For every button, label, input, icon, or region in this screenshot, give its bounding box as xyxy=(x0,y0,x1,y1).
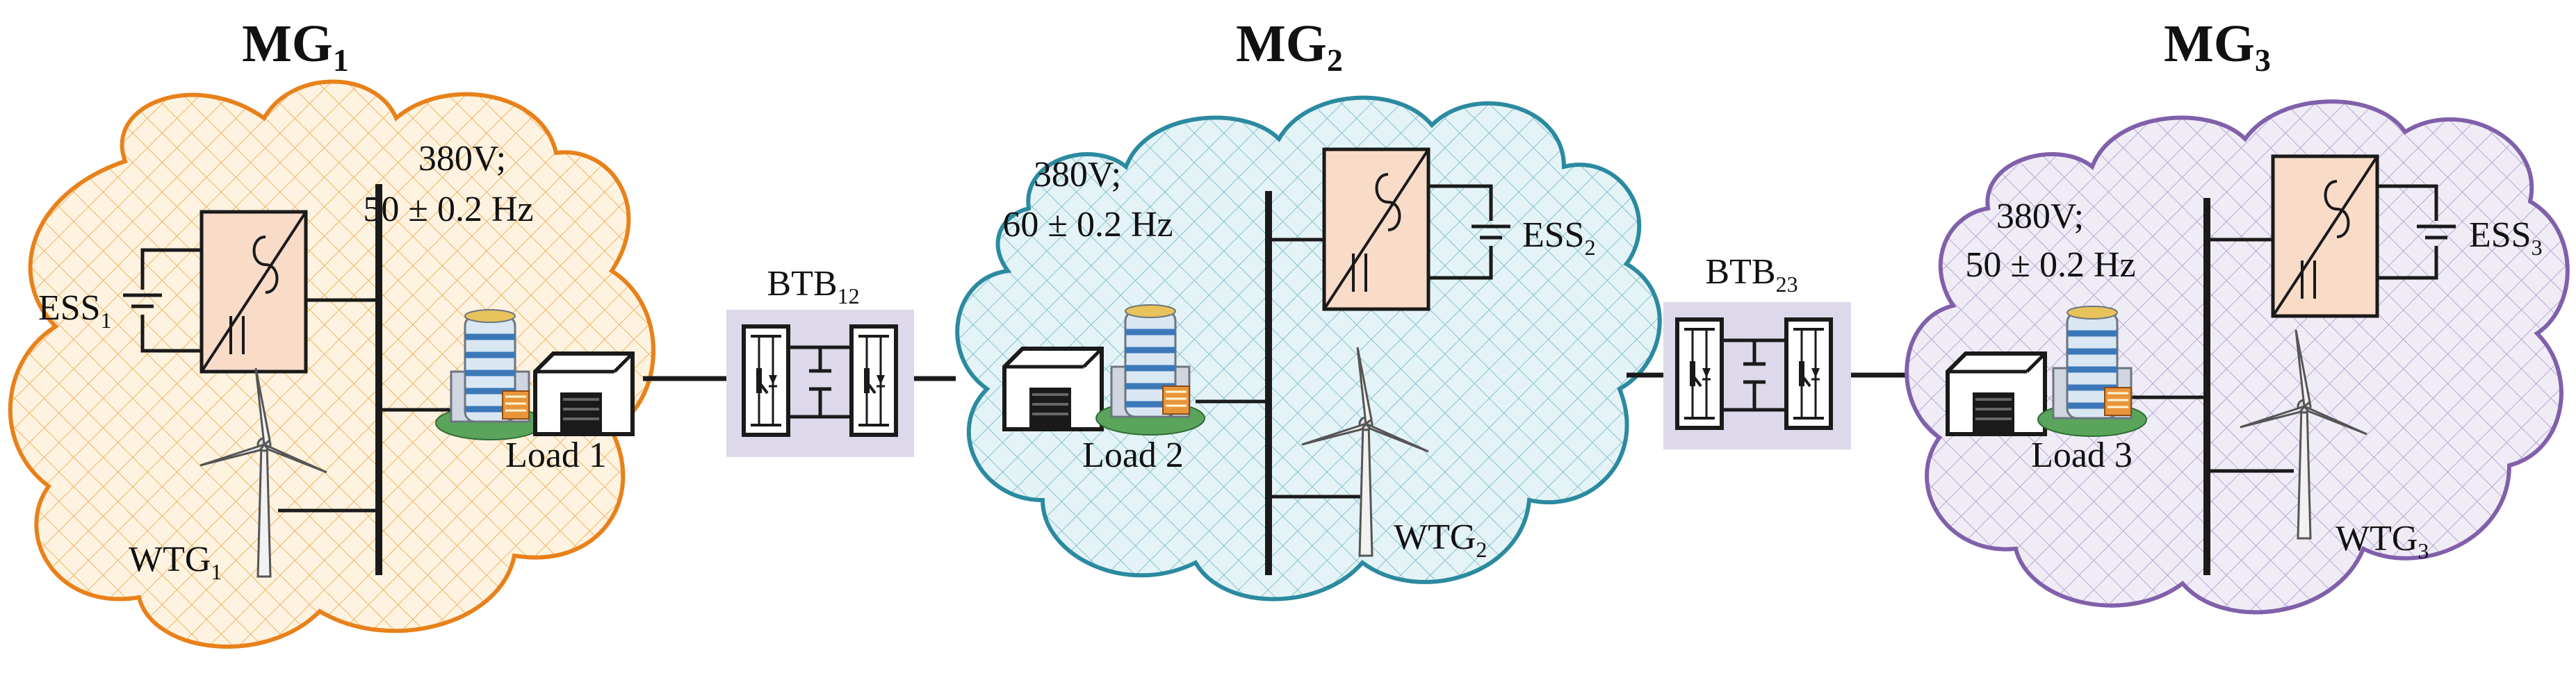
btb12-dc-link xyxy=(788,345,851,419)
mg1-wtg-label: WTG1 xyxy=(129,540,222,584)
mg3-cloud xyxy=(1905,99,2570,615)
mg1-title: MG1 xyxy=(242,15,349,78)
mg3-load-label: Load 3 xyxy=(2031,436,2133,475)
mg3-voltage: 380V; xyxy=(1996,197,2084,236)
mg3-battery-wire xyxy=(2377,184,2438,280)
mg2-title: MG2 xyxy=(1236,15,1343,78)
microgrid-3: MG3 380V; 50 ± 0.2 Hz ESS3 Load 3 WTG3 xyxy=(1905,15,2570,615)
mg2-load-label: Load 2 xyxy=(1082,436,1184,475)
btb-12: BTB12 xyxy=(643,264,956,457)
mg2-ess-label: ESS2 xyxy=(1522,215,1596,260)
btb12-label: BTB12 xyxy=(767,264,859,308)
mg1-load-label: Load 1 xyxy=(505,436,607,475)
mg3-ess-converter xyxy=(2273,156,2377,316)
mg1-frequency: 50 ± 0.2 Hz xyxy=(363,190,533,229)
mg1-ess-converter xyxy=(202,212,306,372)
btb23-dc-link xyxy=(1722,338,1786,412)
mg1-ess-label: ESS1 xyxy=(38,288,112,333)
mg3-warehouse-icon xyxy=(1948,354,2045,434)
mg1-battery-wire xyxy=(140,248,202,353)
mg3-frequency: 50 ± 0.2 Hz xyxy=(1965,245,2135,285)
btb12-converter-right xyxy=(851,326,896,435)
mg2-battery-wire xyxy=(1428,184,1493,280)
btb23-converter-right xyxy=(1786,320,1831,428)
mg3-title: MG3 xyxy=(2164,15,2271,78)
mg2-voltage: 380V; xyxy=(1034,155,1121,194)
btb-23: BTB23 xyxy=(1627,252,1908,449)
btb23-converter-left xyxy=(1677,320,1722,428)
mg2-cloud xyxy=(955,95,1662,602)
microgrid-2: MG2 380V; 60 ± 0.2 Hz ESS2 Load 2 WTG2 xyxy=(955,15,1662,602)
mg2-wtg-label: WTG2 xyxy=(1394,517,1487,562)
mg1-voltage: 380V; xyxy=(418,139,506,179)
mg2-warehouse-icon xyxy=(1004,349,1102,429)
mg1-cloud xyxy=(8,79,655,649)
mg2-ess-converter xyxy=(1324,149,1428,309)
mg3-wtg-label: WTG3 xyxy=(2335,519,2429,563)
btb12-converter-left xyxy=(744,326,788,435)
btb23-label: BTB23 xyxy=(1705,252,1798,297)
mg2-frequency: 60 ± 0.2 Hz xyxy=(1002,205,1173,245)
mg3-ess-label: ESS3 xyxy=(2469,215,2543,260)
mg1-warehouse-icon xyxy=(535,354,633,434)
microgrid-1: MG1 380V; 50 ± 0.2 Hz ESS1 Load 1 WTG1 xyxy=(8,15,655,649)
